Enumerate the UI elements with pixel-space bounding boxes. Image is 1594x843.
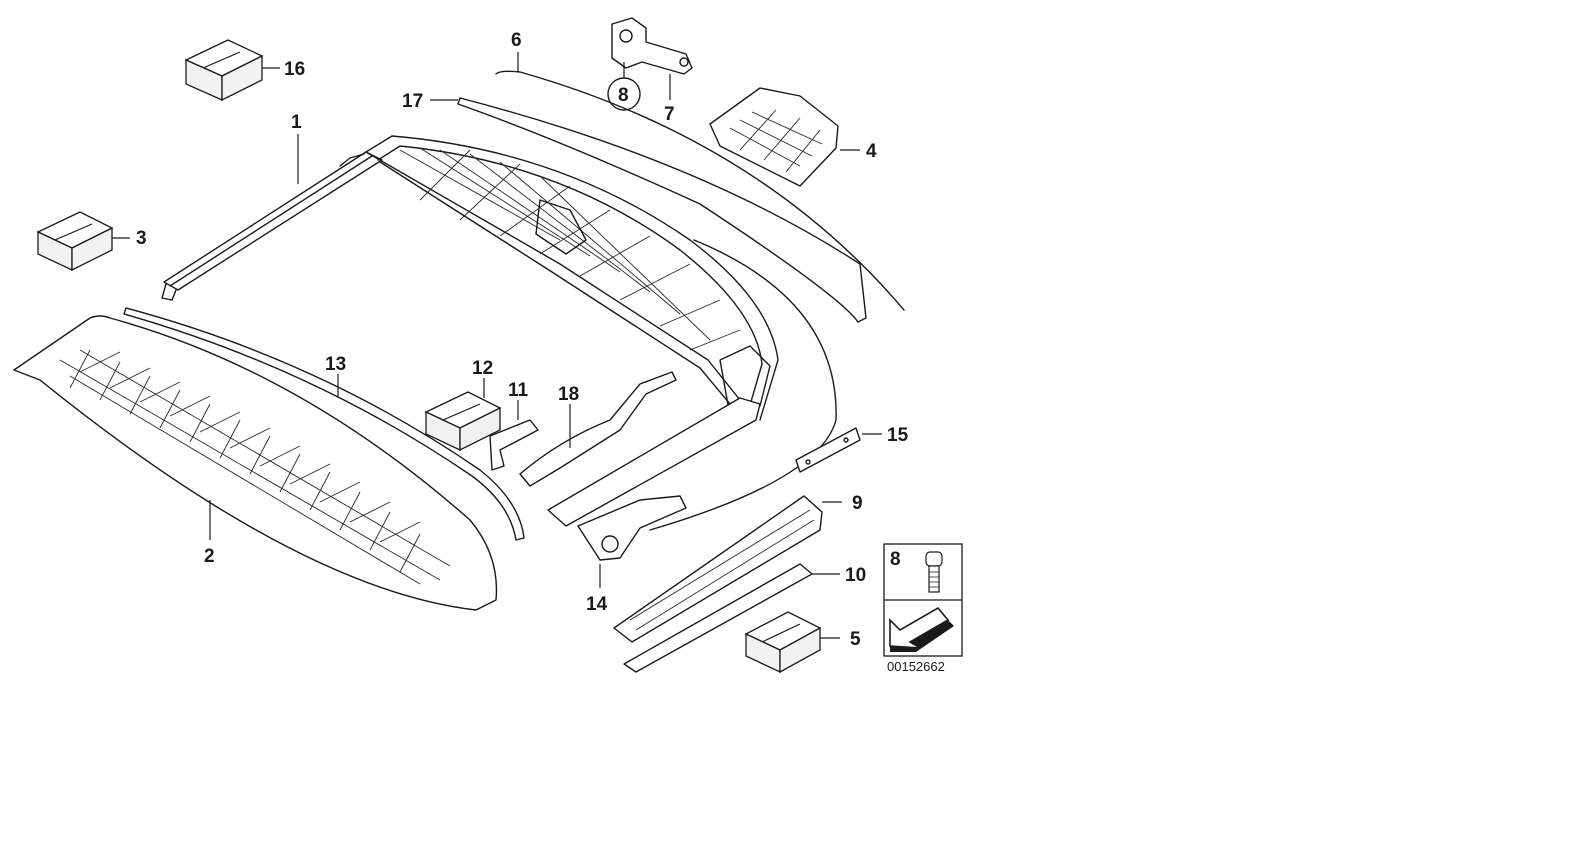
legend-screw-label: 8 (890, 549, 901, 570)
callout-8: 8 (618, 85, 629, 106)
legend-box (883, 543, 963, 657)
part-15-plate (795, 427, 882, 473)
part-4-cover (709, 87, 860, 187)
callout-5: 5 (850, 629, 861, 650)
part-8-circled-callout (607, 62, 641, 111)
part-18-hinge-link (519, 371, 677, 487)
drive-cable (649, 239, 837, 531)
part-10-trim-strip (623, 563, 840, 673)
callout-1: 1 (291, 112, 302, 133)
part-9-side-rail (613, 495, 842, 643)
part-2-rear-shelf (13, 315, 498, 611)
callout-13: 13 (325, 354, 346, 375)
part-14-hinge (547, 397, 761, 588)
part-1-front-bow (161, 134, 383, 301)
part-3-box (36, 211, 130, 272)
part-11-bracket (489, 400, 539, 471)
callout-2: 2 (204, 546, 215, 567)
rear-shelf-mesh (59, 349, 451, 585)
part-6-cable (495, 52, 905, 311)
callout-15: 15 (887, 425, 909, 446)
part-5-box (744, 611, 840, 674)
part-13-seal (123, 307, 525, 541)
direction-arrow-icon (888, 606, 956, 652)
screw-icon (925, 551, 943, 593)
part-17-side-rail (430, 97, 867, 323)
callout-6: 6 (511, 30, 522, 51)
callout-16: 16 (284, 59, 305, 80)
callout-4: 4 (866, 141, 877, 162)
diagram-id: 00152662 (887, 659, 945, 674)
callout-14: 14 (586, 594, 608, 615)
callout-7: 7 (664, 104, 675, 125)
callout-12: 12 (472, 358, 493, 379)
part-7-drive-motor (611, 17, 693, 100)
callout-18: 18 (558, 384, 579, 405)
part-16-box (184, 39, 280, 102)
callout-17: 17 (402, 91, 423, 112)
roof-frame-assembly (365, 135, 779, 421)
callout-11: 11 (508, 380, 529, 401)
part-12-box (424, 378, 502, 452)
callout-3: 3 (136, 228, 147, 249)
roof-frame-mesh (399, 147, 741, 351)
callout-9: 9 (852, 493, 863, 514)
callout-10: 10 (845, 565, 866, 586)
